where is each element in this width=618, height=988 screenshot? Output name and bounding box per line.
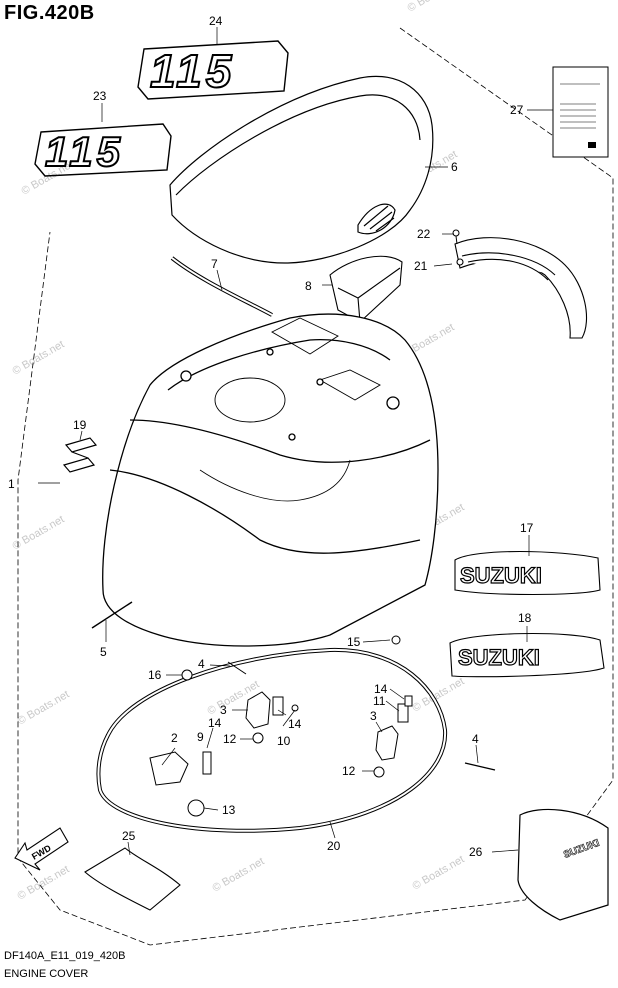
callout-label: 3	[370, 709, 377, 723]
engine-cowling	[102, 313, 439, 647]
callout-label: 17	[520, 521, 534, 535]
grommet-12b	[373, 766, 385, 778]
callout-label: 18	[518, 611, 532, 625]
suzuki-decal-lower-text: SUZUKI	[458, 645, 540, 670]
grommet-12a	[252, 732, 264, 744]
suzuki-decal-lower: SUZUKI	[449, 632, 605, 678]
callout-label: 9	[197, 730, 204, 744]
clip-right	[397, 703, 409, 723]
callout-label: 16	[148, 668, 162, 682]
callout-label: 3	[220, 703, 227, 717]
callout-label: 14	[288, 717, 302, 731]
callout-label: 13	[222, 803, 236, 817]
callout-label: 10	[277, 734, 291, 748]
callout-label: 27	[510, 103, 524, 117]
suzuki-s-emblem	[62, 437, 98, 473]
callout-label: 23	[93, 89, 107, 103]
owners-manual	[552, 66, 609, 158]
callout-label: 6	[451, 160, 458, 174]
callout-label: 20	[327, 839, 341, 853]
bolt-9	[202, 751, 212, 775]
callout-label: 1	[8, 477, 15, 491]
decal-115-lower: 115	[34, 123, 172, 177]
top-cover	[169, 75, 434, 264]
callout-label: 11	[373, 694, 386, 708]
clip-left	[272, 696, 284, 716]
rod-left	[91, 601, 133, 629]
callout-label: 4	[472, 732, 479, 746]
pin-4	[227, 661, 247, 675]
decal-115-upper: 115	[137, 40, 289, 100]
screw-15	[391, 635, 401, 645]
callouts: 1 2 3 3 4 4 5 6 7 8 9 10 11 12 12 13 14 …	[8, 14, 534, 859]
decal-115-upper-text: 115	[150, 45, 235, 97]
callout-label: 14	[374, 682, 388, 696]
hardware-parts	[91, 601, 496, 817]
watermark: © Boats.net	[211, 855, 267, 894]
handle-screw	[452, 229, 460, 245]
leader-lines	[79, 27, 553, 856]
decal-115-lower-text: 115	[45, 128, 124, 175]
callout-label: 26	[469, 845, 483, 859]
figure-title: FIG.420B	[4, 2, 95, 24]
watermark: © Boats.net	[16, 688, 72, 727]
screw-10	[291, 704, 299, 712]
callout-label: 2	[171, 731, 178, 745]
bottom-seal	[96, 647, 448, 833]
drawing-code: DF140A_E11_019_420B	[4, 950, 126, 962]
latch-bracket-left	[245, 691, 271, 729]
callout-label: 12	[223, 732, 237, 746]
callout-label: 22	[417, 227, 431, 241]
watermark: © Boats.net	[411, 853, 467, 892]
watermark: © Boats.net	[11, 338, 67, 377]
suzuki-decal-upper: SUZUKI	[454, 550, 601, 596]
watermark: © Boats.net	[11, 513, 67, 552]
washer-13	[187, 799, 205, 817]
grommet-16	[181, 669, 193, 681]
callout-label: 8	[305, 279, 312, 293]
watermark: © Boats.net	[16, 863, 72, 902]
engine-cover-bag: SUZUKI	[517, 808, 609, 921]
rear-handle	[454, 237, 588, 339]
latch-left	[149, 751, 189, 786]
callout-label: 24	[209, 14, 223, 28]
suzuki-decal-upper-text: SUZUKI	[460, 563, 542, 588]
callout-label: 14	[208, 716, 222, 730]
assembly-boundary	[17, 27, 614, 946]
latch-bracket-right	[375, 725, 399, 761]
callout-label: 12	[342, 764, 356, 778]
callout-label: 4	[198, 657, 205, 671]
tool-bag	[84, 847, 181, 911]
callout-label: 15	[347, 635, 361, 649]
rod-right	[464, 762, 496, 771]
callout-label: 21	[414, 259, 428, 273]
callout-label: 19	[73, 418, 87, 432]
callout-label: 5	[100, 645, 107, 659]
callout-label: 25	[122, 829, 136, 843]
callout-label: 7	[211, 257, 218, 271]
watermark: © Boats.net	[406, 0, 462, 15]
drawing-name: ENGINE COVER	[4, 968, 89, 980]
fastener-14	[404, 695, 413, 707]
cover-bracket	[329, 255, 403, 323]
